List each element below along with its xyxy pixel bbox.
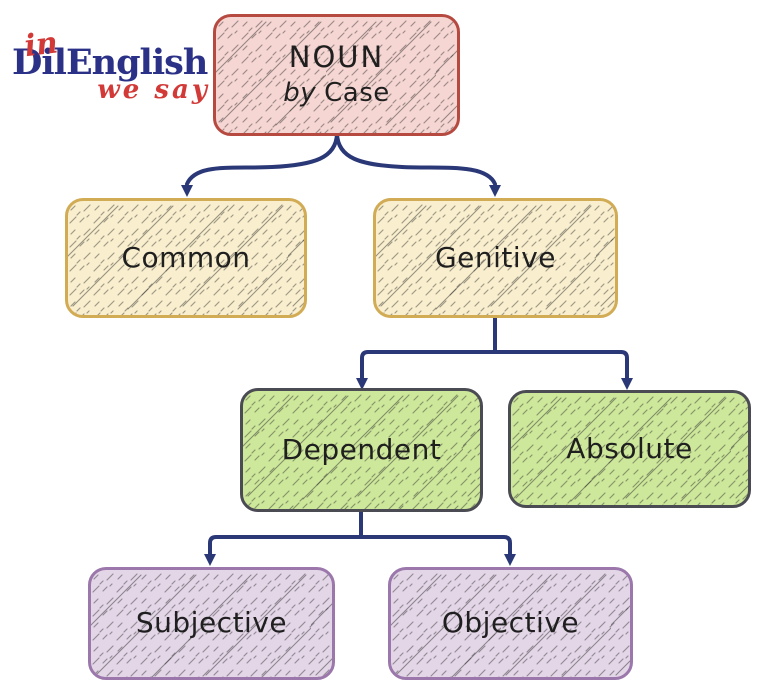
- node-label: Absolute: [566, 431, 693, 465]
- node-label: Common: [121, 240, 251, 274]
- arrowhead-absolute: [621, 378, 633, 390]
- arrowhead-objective: [504, 554, 516, 566]
- connector-root-to-common: [185, 132, 339, 186]
- logo-brand: DilEnglish: [12, 42, 208, 83]
- node-common: Common: [65, 198, 307, 318]
- node-objective: Objective: [388, 567, 633, 680]
- node-label: Objective: [441, 606, 580, 640]
- arrowhead-dependent: [356, 378, 368, 390]
- connector-genitive-branch: [360, 316, 629, 382]
- arrowhead-genitive: [489, 185, 501, 197]
- logo: in DilEnglish we say: [12, 22, 210, 105]
- root-title: NOUN: [288, 40, 385, 75]
- arrowhead-common: [181, 185, 193, 197]
- node-label: Genitive: [434, 240, 556, 274]
- node-genitive: Genitive: [373, 198, 618, 318]
- connector-root-to-genitive: [335, 132, 497, 186]
- node-dependent: Dependent: [240, 388, 483, 512]
- node-label: Dependent: [281, 432, 442, 466]
- node-subjective: Subjective: [88, 567, 335, 680]
- connector-dependent-branch: [208, 510, 512, 558]
- node-label: Subjective: [135, 606, 288, 640]
- logo-tagline: we say: [97, 75, 210, 105]
- arrowhead-subjective: [204, 554, 216, 566]
- node-absolute: Absolute: [508, 390, 751, 508]
